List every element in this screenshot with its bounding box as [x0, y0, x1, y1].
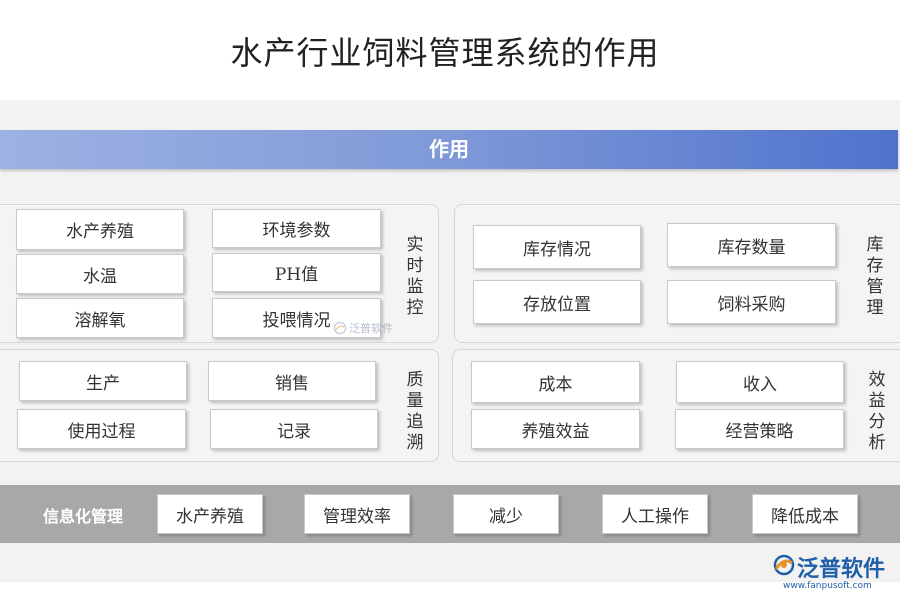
item-record: 记录: [210, 409, 378, 449]
item-aquaculture: 水产养殖: [16, 209, 184, 250]
item-income: 收入: [676, 361, 844, 403]
brand-logo: 泛普软件 www.fanpusoft.com: [773, 551, 893, 591]
item-inventory-quantity: 库存数量: [667, 223, 836, 267]
item-feed-purchase: 饲料采购: [667, 280, 836, 324]
watermark-logo-icon: [333, 321, 347, 335]
info-item-manual-operation: 人工操作: [602, 494, 708, 534]
label-inventory: 库存管理: [866, 235, 884, 318]
page-title: 水产行业饲料管理系统的作用: [230, 34, 660, 72]
brand-url: www.fanpusoft.com: [783, 581, 872, 591]
item-dissolved-oxygen: 溶解氧: [16, 298, 184, 338]
function-banner: 作用: [0, 130, 898, 169]
watermark: 泛普软件: [333, 320, 413, 340]
item-water-temperature: 水温: [16, 254, 184, 294]
label-quality-trace: 质量追溯: [406, 370, 424, 453]
item-sales: 销售: [208, 361, 376, 401]
item-cost: 成本: [471, 361, 640, 403]
brand-name: 泛普软件: [797, 557, 886, 582]
item-environment-params: 环境参数: [212, 209, 381, 248]
info-management-label: 信息化管理: [43, 507, 124, 526]
info-item-management-efficiency: 管理效率: [304, 494, 410, 534]
item-ph-value: PH值: [212, 253, 381, 292]
label-realtime-monitor: 实时监控: [406, 235, 424, 318]
item-business-strategy: 经营策略: [675, 409, 844, 449]
item-production: 生产: [19, 361, 187, 401]
item-usage-process: 使用过程: [17, 409, 186, 449]
item-storage-location: 存放位置: [473, 280, 641, 324]
watermark-text: 泛普软件: [349, 322, 393, 335]
info-item-reduce: 减少: [453, 494, 559, 534]
info-item-reduce-cost: 降低成本: [752, 494, 858, 534]
info-management-bar: [0, 485, 900, 543]
item-farming-benefit: 养殖效益: [471, 409, 640, 449]
item-feeding-status: 投喂情况: [212, 298, 381, 338]
info-item-aquaculture: 水产养殖: [157, 494, 263, 534]
brand-logo-icon: [773, 554, 795, 576]
item-inventory-status: 库存情况: [473, 225, 641, 269]
label-benefit-analysis: 效益分析: [868, 370, 886, 453]
